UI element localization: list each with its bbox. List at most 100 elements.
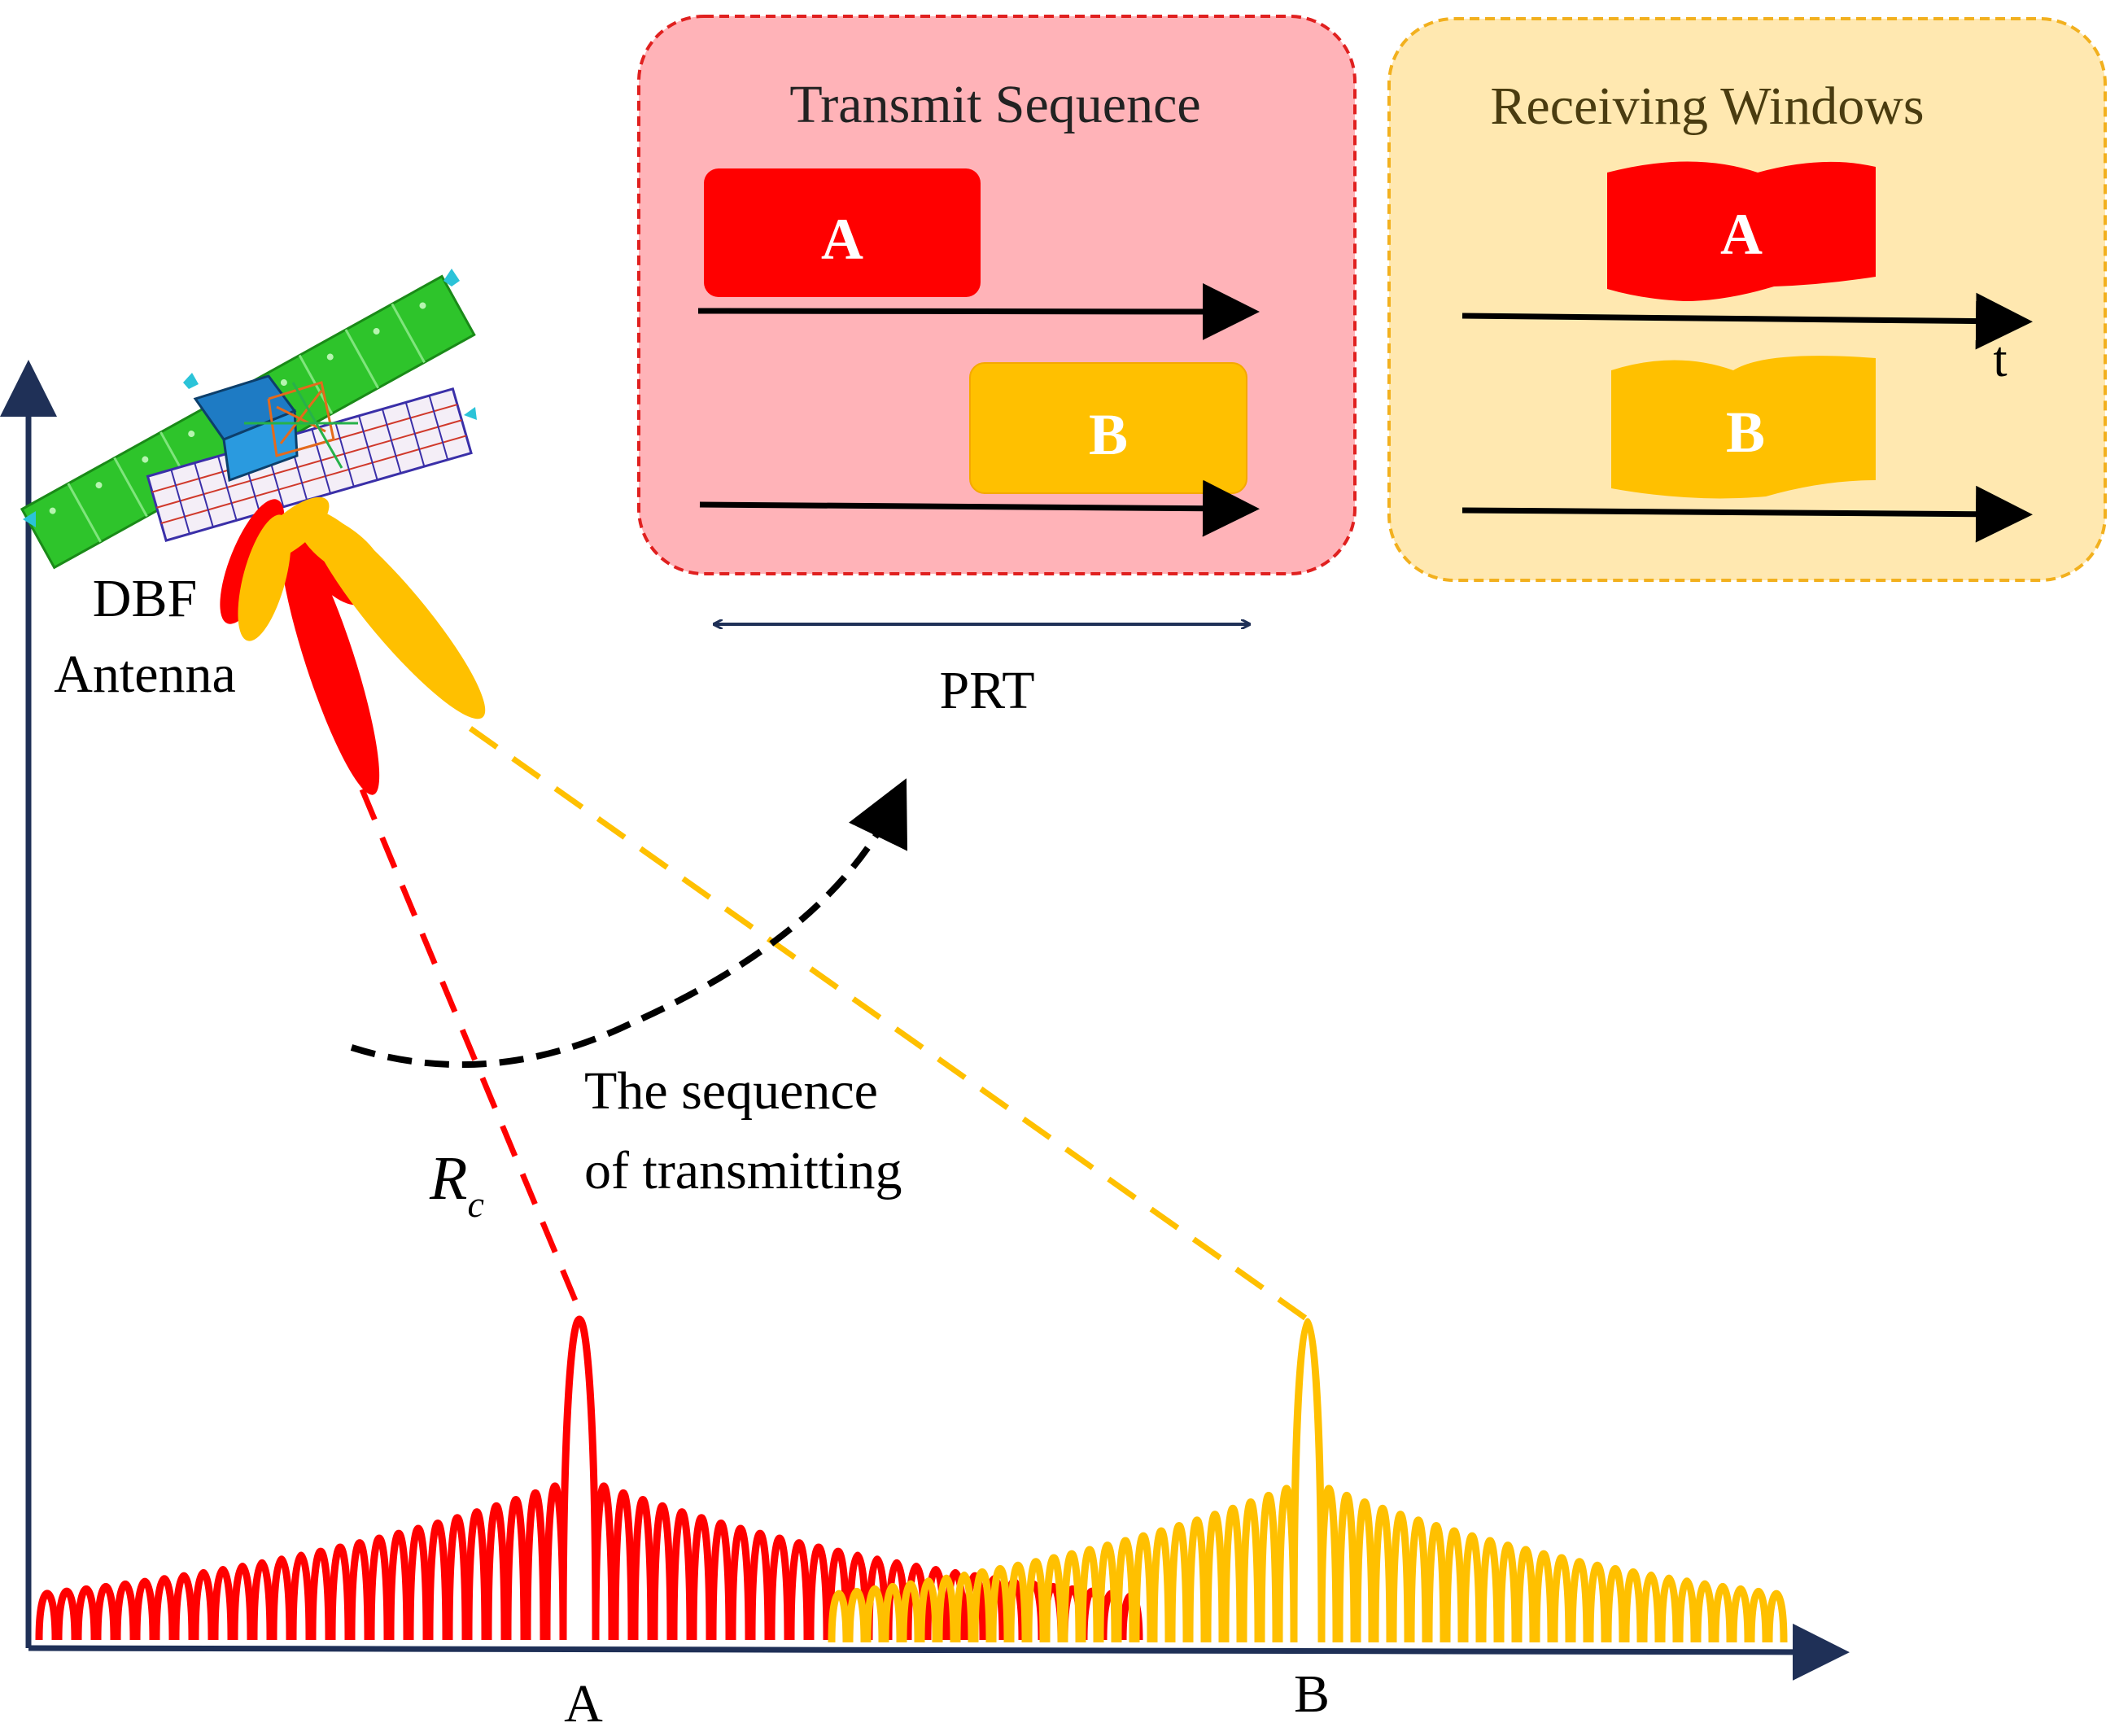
side-lobe bbox=[1168, 1522, 1191, 1643]
range-label: Rc bbox=[429, 1144, 484, 1225]
radiation-pattern-b bbox=[828, 1318, 1788, 1643]
side-lobe bbox=[1371, 1504, 1394, 1643]
side-lobe bbox=[172, 1572, 196, 1641]
side-lobe bbox=[308, 1547, 333, 1641]
side-lobe bbox=[1078, 1546, 1101, 1643]
side-lobe bbox=[806, 1543, 831, 1641]
side-lobe bbox=[328, 1543, 352, 1641]
side-lobe bbox=[387, 1529, 411, 1641]
side-lobe bbox=[1568, 1558, 1591, 1643]
side-lobe bbox=[1658, 1574, 1680, 1643]
side-lobe bbox=[728, 1524, 753, 1641]
range-subscript: c bbox=[467, 1183, 483, 1225]
side-lobe bbox=[881, 1583, 904, 1643]
side-lobe bbox=[1007, 1562, 1029, 1643]
transmit-time-axis-a bbox=[697, 282, 1260, 340]
side-lobe bbox=[917, 1577, 940, 1643]
side-lobe bbox=[1640, 1571, 1662, 1643]
side-lobe bbox=[230, 1563, 255, 1641]
transmit-pulse-a-label: A bbox=[821, 207, 863, 272]
side-lobe bbox=[1514, 1546, 1537, 1643]
side-lobe bbox=[1425, 1522, 1448, 1643]
receive-time-axis-a bbox=[1461, 292, 2033, 350]
side-lobe bbox=[1335, 1492, 1358, 1643]
transmit-pulse-a bbox=[704, 168, 981, 297]
receive-window-b-label: B bbox=[1726, 400, 1765, 465]
side-lobe bbox=[1747, 1587, 1770, 1643]
side-lobe bbox=[1711, 1583, 1734, 1643]
side-lobe bbox=[94, 1582, 118, 1641]
side-lobe bbox=[426, 1520, 450, 1641]
side-lobe bbox=[1257, 1492, 1280, 1643]
antenna-label-line2: Antenna bbox=[54, 645, 236, 704]
side-lobe bbox=[1765, 1590, 1788, 1643]
side-lobe bbox=[367, 1534, 391, 1641]
side-lobe bbox=[1042, 1554, 1065, 1643]
side-lobe bbox=[523, 1489, 548, 1641]
transmit-time-axis-b bbox=[699, 479, 1260, 537]
side-lobe bbox=[863, 1585, 886, 1643]
side-lobe bbox=[611, 1489, 636, 1641]
side-lobe bbox=[1221, 1504, 1244, 1643]
transmit-pulse-b bbox=[969, 362, 1247, 494]
side-lobe bbox=[484, 1502, 509, 1641]
side-lobe bbox=[1317, 1485, 1340, 1643]
side-lobe bbox=[543, 1482, 567, 1641]
side-lobe bbox=[465, 1508, 489, 1641]
side-lobe bbox=[592, 1482, 616, 1641]
side-lobe bbox=[670, 1508, 694, 1641]
side-lobe bbox=[709, 1520, 733, 1641]
satellite-icon bbox=[20, 269, 477, 570]
main-lobe bbox=[559, 1315, 600, 1641]
side-lobe bbox=[1239, 1498, 1262, 1643]
prt-label: PRT bbox=[939, 661, 1034, 720]
side-lobe bbox=[689, 1514, 714, 1641]
side-lobe bbox=[953, 1571, 976, 1643]
side-lobe bbox=[971, 1568, 994, 1643]
side-lobe bbox=[211, 1566, 235, 1641]
side-lobe bbox=[269, 1555, 294, 1641]
side-lobe bbox=[899, 1580, 922, 1643]
sequence-label-line1: The sequence bbox=[584, 1061, 878, 1121]
side-lobe bbox=[74, 1585, 98, 1641]
side-lobe bbox=[152, 1575, 177, 1641]
side-lobe bbox=[828, 1590, 850, 1643]
receive-window-a-label: A bbox=[1720, 202, 1763, 267]
transmit-sequence-title: Transmit Sequence bbox=[789, 75, 1200, 134]
side-lobe bbox=[1132, 1532, 1155, 1643]
range-symbol: R bbox=[429, 1144, 467, 1213]
side-lobe bbox=[1025, 1558, 1047, 1643]
side-lobe bbox=[1496, 1541, 1519, 1643]
side-lobe bbox=[1622, 1568, 1645, 1643]
receive-window-a bbox=[1607, 161, 1876, 301]
range-line-a bbox=[359, 788, 583, 1312]
side-lobe bbox=[1407, 1516, 1430, 1643]
side-lobe bbox=[406, 1524, 430, 1641]
side-lobe bbox=[1532, 1550, 1555, 1643]
side-lobe bbox=[1186, 1516, 1208, 1643]
side-lobe bbox=[504, 1496, 528, 1641]
side-lobe bbox=[250, 1559, 274, 1641]
side-lobe bbox=[133, 1577, 157, 1641]
side-lobe bbox=[1204, 1511, 1226, 1643]
side-lobe bbox=[748, 1529, 772, 1641]
side-lobe bbox=[1550, 1554, 1573, 1643]
sequence-arc-arrow bbox=[350, 778, 908, 1069]
side-lobe bbox=[1729, 1585, 1752, 1643]
antenna-beam-icon bbox=[220, 496, 486, 795]
side-lobe bbox=[1114, 1537, 1137, 1643]
side-lobe bbox=[787, 1539, 811, 1641]
side-lobe bbox=[767, 1534, 792, 1641]
side-lobe bbox=[55, 1587, 79, 1641]
side-lobe bbox=[1389, 1511, 1412, 1643]
receiving-windows-panel bbox=[1387, 17, 2107, 582]
side-lobe bbox=[113, 1581, 138, 1641]
time-axis-label: t bbox=[1993, 332, 2007, 387]
side-lobe bbox=[989, 1565, 1011, 1643]
radiation-pattern-a bbox=[35, 1315, 1143, 1641]
side-lobe bbox=[1443, 1527, 1466, 1643]
receive-time-axis-b bbox=[1461, 485, 2033, 543]
side-lobe bbox=[1060, 1550, 1083, 1643]
side-lobe bbox=[1693, 1580, 1716, 1643]
